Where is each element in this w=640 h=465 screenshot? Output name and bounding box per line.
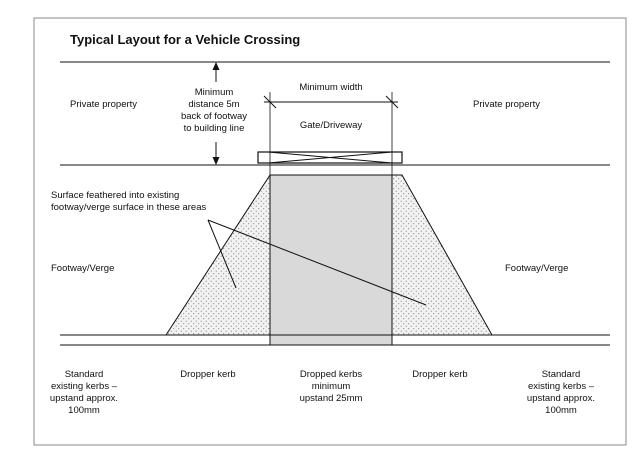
standard-kerb-left-label: Standard existing kerbs – upstand approx…: [50, 369, 118, 416]
svg-text:upstand approx.: upstand approx.: [527, 393, 595, 404]
svg-text:Surface feathered into existin: Surface feathered into existing: [51, 190, 179, 201]
min-distance-label: Minimum distance 5m back of footway to b…: [181, 87, 247, 134]
min-width-label: Minimum width: [299, 82, 362, 93]
svg-text:upstand approx.: upstand approx.: [50, 393, 118, 404]
private-property-left: Private property: [70, 99, 137, 110]
svg-text:upstand 25mm: upstand 25mm: [300, 393, 363, 404]
diagram-title: Typical Layout for a Vehicle Crossing: [70, 32, 300, 47]
dropped-kerb-driveway: [269, 174, 393, 346]
svg-text:back of footway: back of footway: [181, 111, 247, 122]
width-dimension: [263, 92, 399, 175]
svg-text:Dropped kerbs: Dropped kerbs: [300, 369, 363, 380]
svg-text:distance 5m: distance 5m: [188, 99, 239, 110]
gate-driveway-label: Gate/Driveway: [300, 120, 363, 131]
svg-text:existing kerbs –: existing kerbs –: [528, 381, 595, 392]
private-property-right: Private property: [473, 99, 540, 110]
svg-text:100mm: 100mm: [68, 405, 100, 416]
svg-text:footway/verge surface in these: footway/verge surface in these areas: [51, 202, 207, 213]
svg-text:existing kerbs –: existing kerbs –: [51, 381, 118, 392]
dropper-kerb-right-label: Dropper kerb: [412, 369, 467, 380]
distance-arrow: [212, 62, 220, 165]
leader-line-right: [207, 219, 427, 306]
svg-text:Standard: Standard: [542, 369, 581, 380]
svg-text:to building line: to building line: [184, 123, 245, 134]
footway-verge-right: Footway/Verge: [505, 263, 568, 274]
svg-text:Standard: Standard: [65, 369, 104, 380]
leader-line-left: [207, 219, 237, 289]
surface-note-label: Surface feathered into existing footway/…: [51, 190, 207, 213]
diagram-frame: [33, 17, 627, 446]
gate-symbol: [257, 151, 403, 164]
standard-kerb-right-label: Standard existing kerbs – upstand approx…: [527, 369, 595, 416]
footway-verge-left: Footway/Verge: [51, 263, 114, 274]
dropped-kerbs-label: Dropped kerbs minimum upstand 25mm: [300, 369, 363, 404]
dropper-kerb-left-label: Dropper kerb: [180, 369, 235, 380]
svg-text:minimum: minimum: [312, 381, 351, 392]
svg-text:100mm: 100mm: [545, 405, 577, 416]
svg-text:Minimum: Minimum: [195, 87, 234, 98]
